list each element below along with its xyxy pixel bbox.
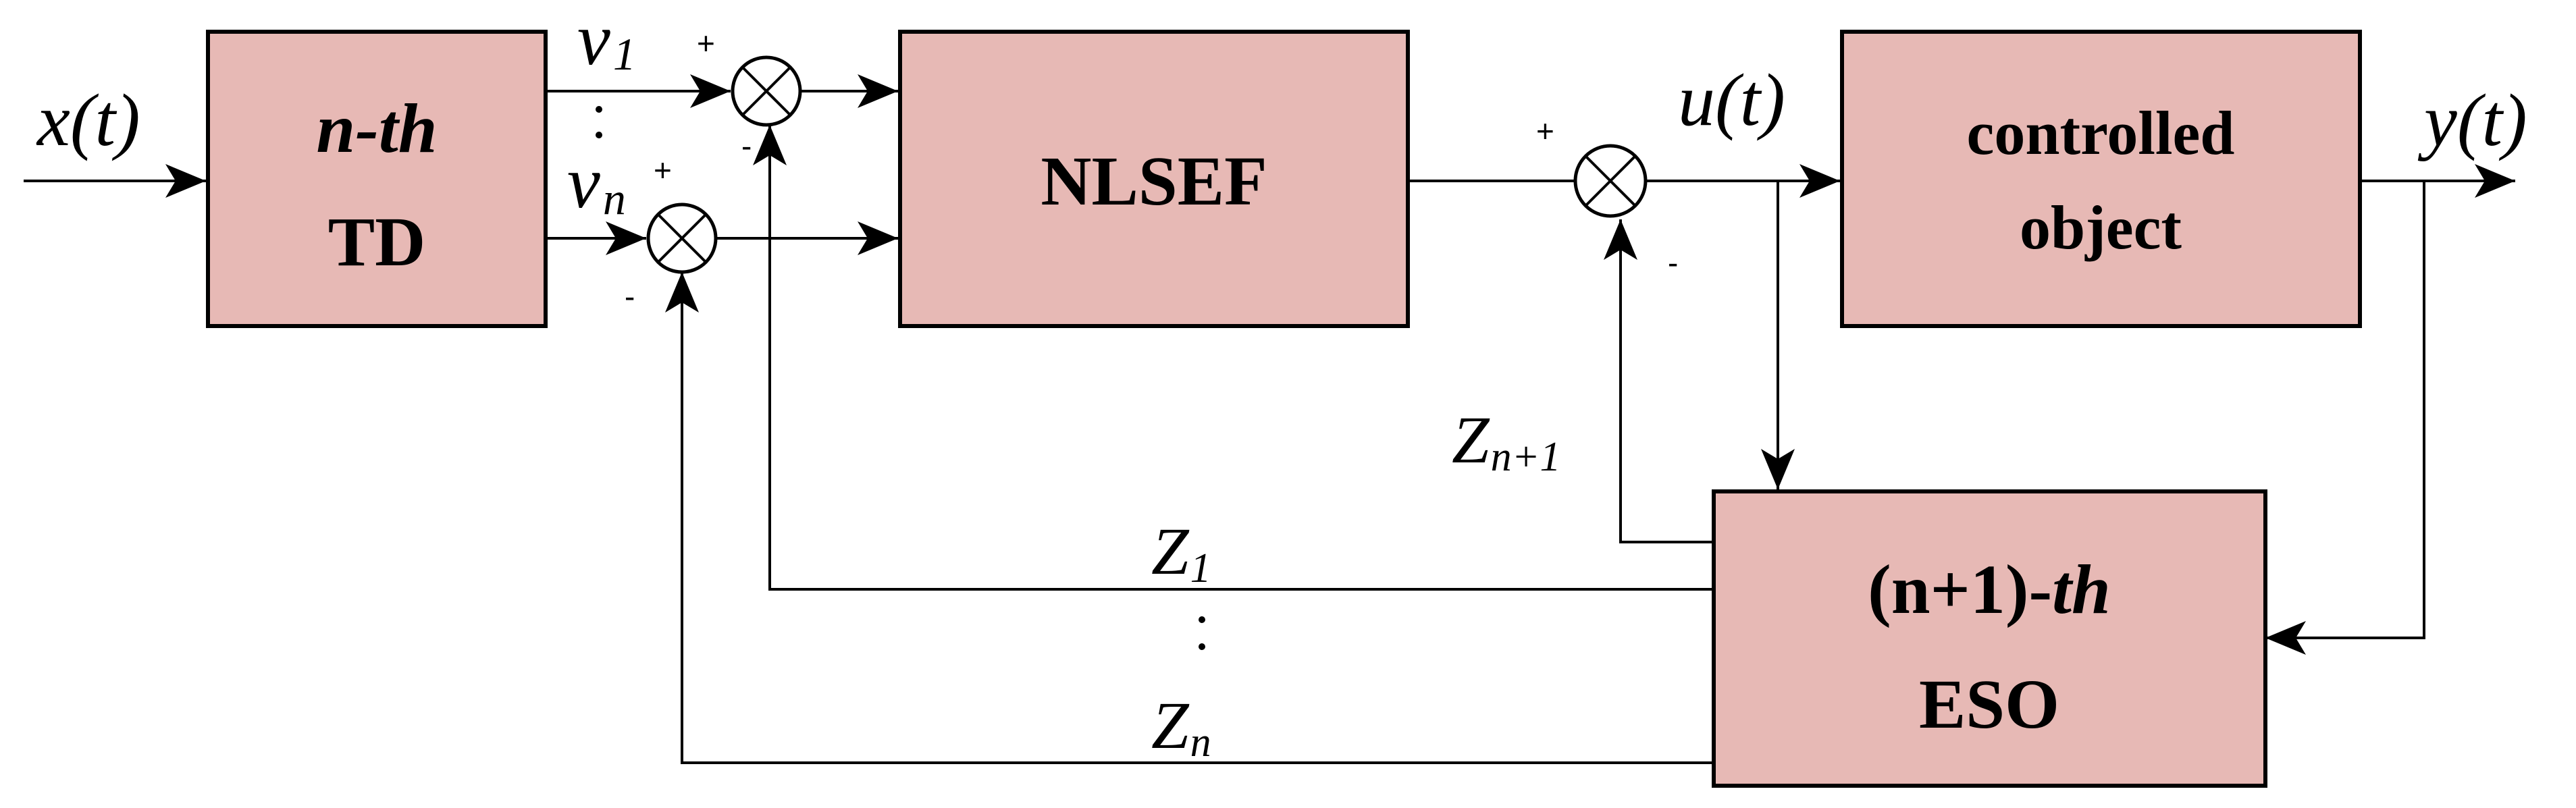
sum3-plus-sign: + — [1536, 113, 1554, 149]
wire-zn — [665, 272, 1714, 764]
td-label-line2: TD — [328, 203, 425, 281]
nlsef-label: NLSEF — [1041, 142, 1267, 220]
wire-zn1 — [1604, 219, 1714, 543]
sum-junction-2 — [646, 203, 718, 274]
signal-zn-label: Zn — [1151, 688, 1211, 765]
sum2-minus-sign: - — [625, 279, 635, 314]
sum1-plus-sign: + — [697, 26, 715, 61]
plant-label-line2: object — [2020, 193, 2182, 262]
sum-junction-1 — [731, 55, 802, 127]
controlled-object-block — [1840, 30, 2362, 328]
eso-label-line2: ESO — [1919, 666, 2059, 743]
eso-block — [1712, 489, 2267, 788]
ellipsis-v — [596, 106, 602, 138]
sum1-minus-sign: - — [741, 128, 752, 163]
wire-y-to-eso — [2265, 181, 2425, 655]
signal-control-label: u(t) — [1678, 59, 1785, 141]
signal-v1-label: v1 — [577, 0, 636, 80]
signal-zn1-label: Zn+1 — [1452, 402, 1560, 480]
ellipsis-z — [1199, 616, 1205, 650]
wire-z1 — [753, 125, 1714, 591]
nlsef-block — [898, 30, 1410, 328]
eso-label-line1: (n+1)-th — [1868, 551, 2111, 628]
signal-output-label: y(t) — [2417, 79, 2527, 161]
sum3-minus-sign: - — [1668, 245, 1678, 280]
td-block — [206, 30, 548, 328]
sum2-plus-sign: + — [654, 153, 672, 188]
signal-z1-label: Z1 — [1151, 514, 1211, 591]
td-label-line1: n-th — [316, 90, 437, 167]
plant-label-line1: controlled — [1967, 99, 2235, 167]
signal-input-label: x(t) — [36, 79, 140, 161]
sum-junction-3 — [1573, 144, 1648, 218]
signal-vn-label: vn — [567, 141, 626, 224]
